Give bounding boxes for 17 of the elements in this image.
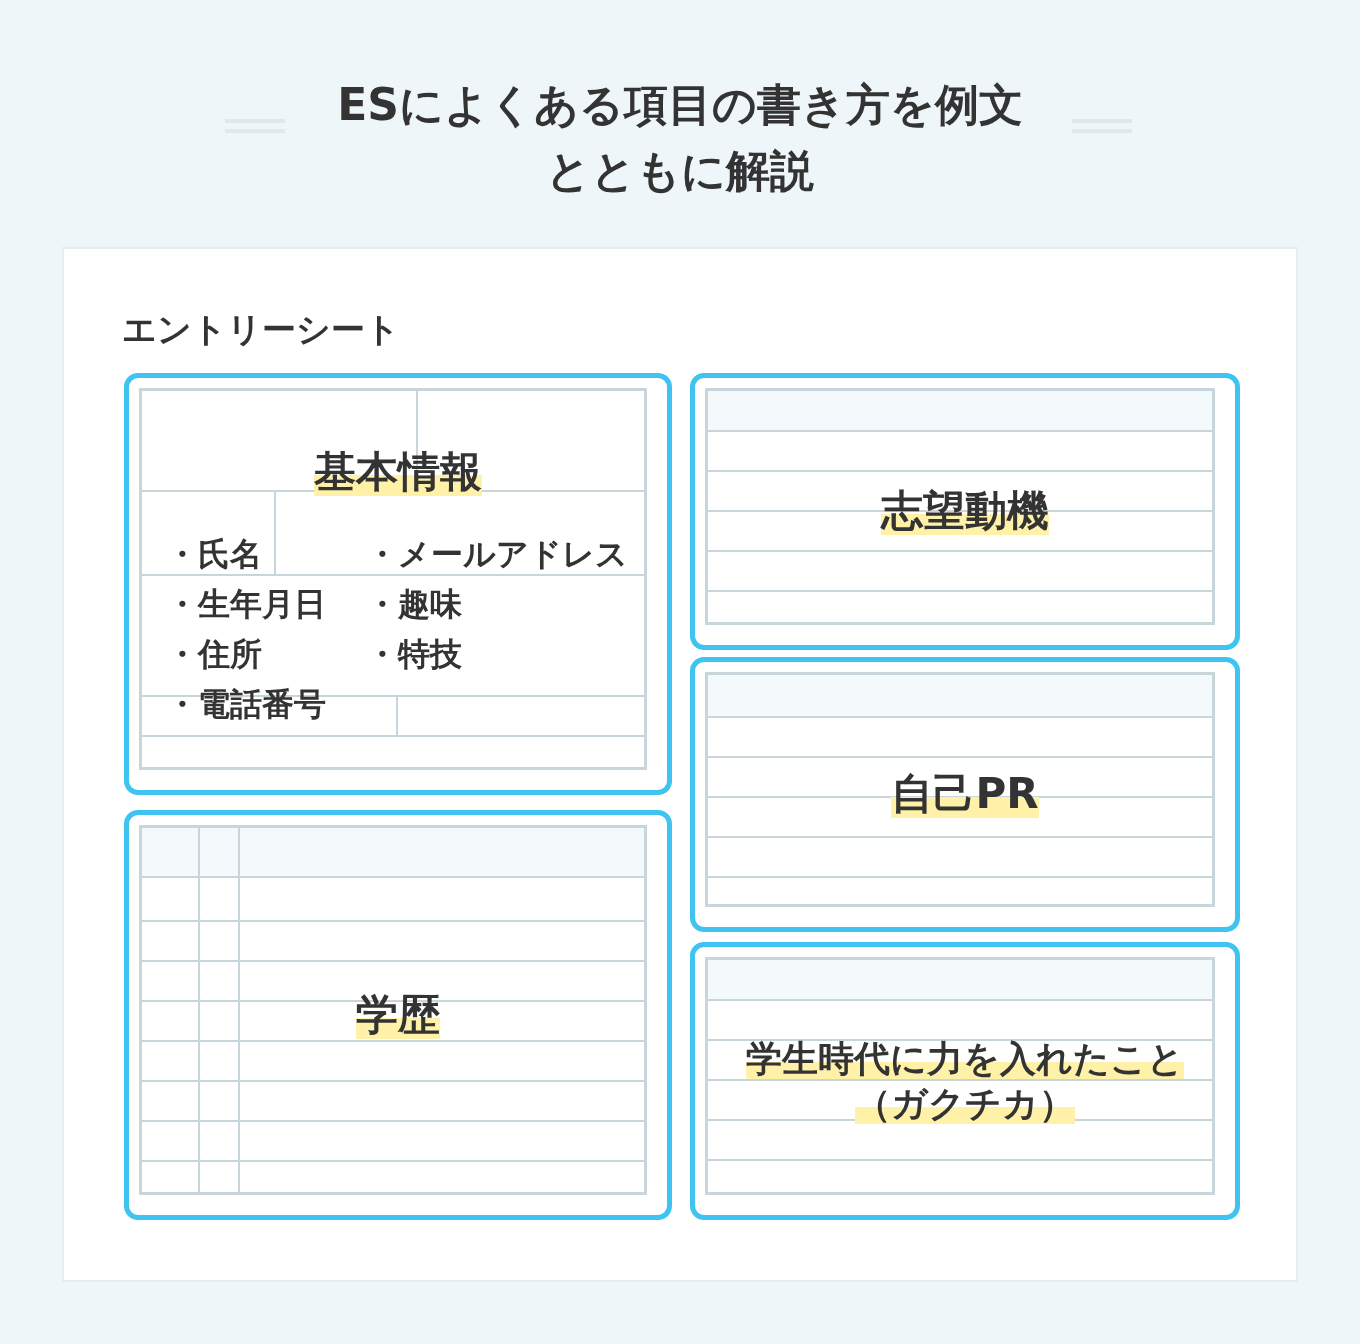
section-title: 志望動機: [881, 485, 1049, 538]
list-item: ・住所: [166, 634, 262, 675]
form-section: [690, 373, 1240, 650]
form-section: [690, 657, 1240, 932]
form-section: [124, 373, 672, 795]
form-section: [690, 942, 1240, 1220]
list-item: ・電話番号: [166, 684, 326, 725]
title: ESによくある項目の書き方を例文とともに解説: [336, 78, 1024, 198]
form-section: [124, 810, 672, 1220]
entry-sheet-card: [62, 247, 1298, 1282]
section-title: 学生時代に力を入れたこと（ガクチカ）: [745, 1037, 1185, 1126]
list-item: ・趣味: [366, 584, 462, 625]
list-item: ・メールアドレス: [366, 534, 628, 575]
list-item: ・氏名: [166, 534, 262, 575]
section-heading: エントリーシート: [122, 308, 400, 351]
list-item: ・生年月日: [166, 584, 326, 625]
list-item: ・特技: [366, 634, 462, 675]
